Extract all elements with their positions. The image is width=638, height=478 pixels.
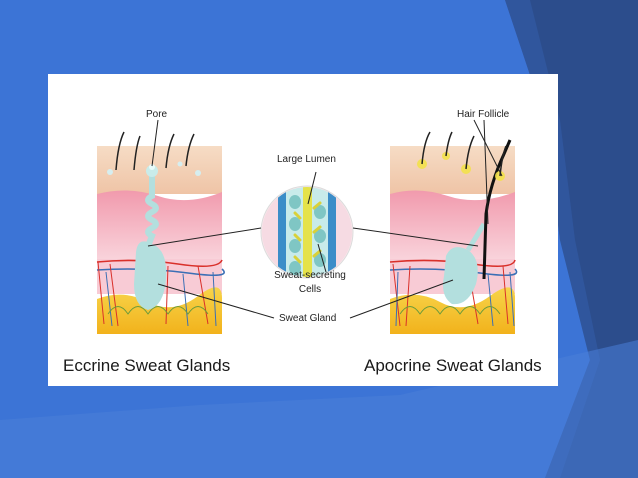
apocrine-blue-vessel (389, 268, 518, 277)
connector-left (147, 227, 262, 247)
eccrine-red-vessel (96, 259, 223, 268)
sweat-glands-diagram: Pore Hair Follicle Large Lumen Sweat-sec… (48, 74, 558, 386)
apocrine-epidermis (390, 146, 515, 194)
apocrine-fat-layer (390, 287, 516, 334)
eccrine-blue-vessel (96, 268, 225, 277)
eccrine-pore (149, 164, 155, 170)
label-sweat-secreting-line2: Cells (298, 284, 322, 295)
large-lumen (303, 187, 312, 277)
eccrine-epidermis (97, 146, 222, 194)
label-large-lumen: Large Lumen (277, 154, 336, 165)
eccrine-dermis (97, 190, 222, 259)
apocrine-duct (465, 222, 487, 252)
connector-right (352, 227, 479, 247)
apocrine-sweat-gland (443, 247, 478, 305)
eccrine-skin-block (96, 119, 225, 334)
label-hair-follicle: Hair Follicle (457, 109, 510, 120)
label-sweat-gland: Sweat Gland (279, 313, 337, 324)
eccrine-fat-layer (97, 287, 223, 334)
background-bottom-band (0, 340, 638, 478)
apocrine-skin-block (389, 119, 518, 334)
magnified-gland-cross-section (260, 171, 354, 279)
caption-eccrine: Eccrine Sweat Glands (63, 356, 231, 375)
eccrine-hair (115, 131, 125, 171)
label-sweat-secreting-line1: Sweat-secreting (274, 270, 346, 281)
caption-apocrine: Apocrine Sweat Glands (364, 356, 542, 375)
label-sweat-secreting-cells: Sweat-secreting Cells (270, 270, 350, 295)
label-pore: Pore (146, 109, 168, 120)
eccrine-sweat-gland (134, 241, 167, 310)
eccrine-sweat-duct (145, 167, 159, 249)
